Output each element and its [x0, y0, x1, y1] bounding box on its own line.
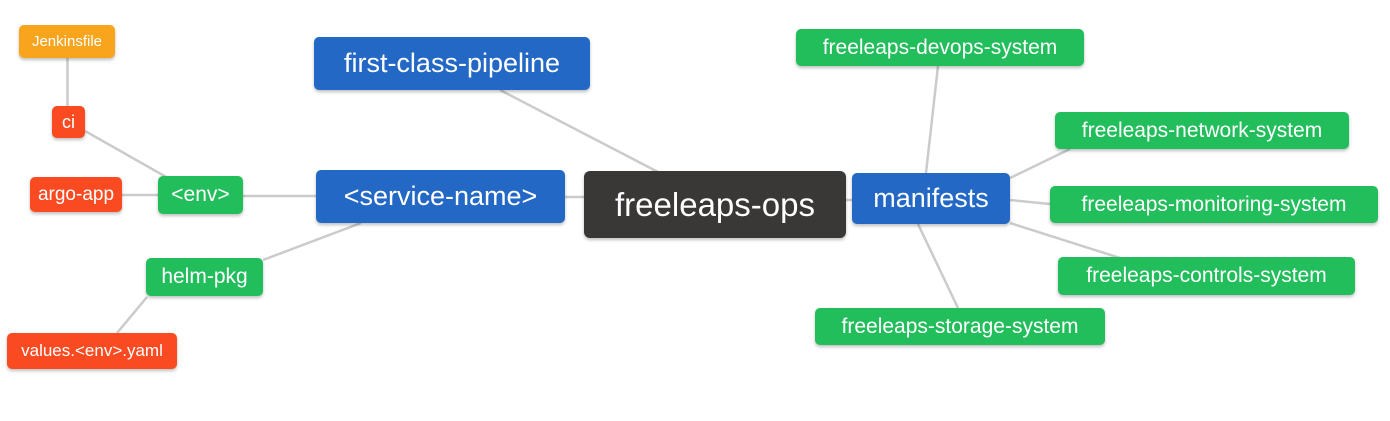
node-first-class-pipeline[interactable]: first-class-pipeline — [314, 37, 590, 90]
edge-values-helmpkg — [116, 296, 148, 334]
edge-manifests-controls — [1009, 221, 1121, 260]
edge-manifests-devops — [924, 65, 940, 174]
node-values-env-yaml[interactable]: values.<env>.yaml — [7, 333, 177, 369]
edge-manifests-network — [1009, 147, 1071, 180]
node-jenkinsfile[interactable]: Jenkinsfile — [19, 25, 115, 58]
edge-manifests-storage — [916, 223, 960, 309]
node-freeleaps-controls-system[interactable]: freeleaps-controls-system — [1058, 257, 1355, 295]
node-manifests[interactable]: manifests — [852, 173, 1010, 224]
node-freeleaps-monitoring-system[interactable]: freeleaps-monitoring-system — [1050, 186, 1378, 223]
node-freeleaps-storage-system[interactable]: freeleaps-storage-system — [815, 308, 1105, 345]
node-env[interactable]: <env> — [158, 176, 243, 214]
node-service-name[interactable]: <service-name> — [316, 170, 565, 223]
node-freeleaps-devops-system[interactable]: freeleaps-devops-system — [796, 29, 1084, 66]
edge-ci-env — [84, 129, 169, 180]
node-freeleaps-network-system[interactable]: freeleaps-network-system — [1055, 112, 1349, 149]
edge-pipeline-ops — [499, 88, 659, 174]
edge-manifests-monitoring — [1009, 198, 1051, 206]
node-argo-app[interactable]: argo-app — [30, 177, 122, 212]
node-ci[interactable]: ci — [52, 106, 85, 138]
edge-helmpkg-servicename — [262, 221, 362, 262]
node-freeleaps-ops[interactable]: freeleaps-ops — [584, 171, 846, 238]
node-helm-pkg[interactable]: helm-pkg — [146, 258, 263, 296]
